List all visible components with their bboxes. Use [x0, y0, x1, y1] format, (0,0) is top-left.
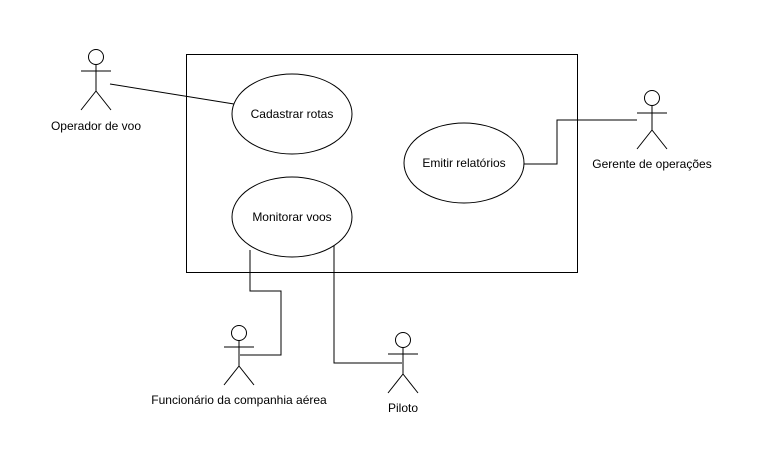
stick-figure-icon: [80, 49, 112, 111]
use-case-label: Cadastrar rotas: [251, 107, 334, 121]
actor-funcionario-da-companhia-aerea[interactable]: Funcionário da companhia aérea: [151, 325, 327, 408]
connectors: [109, 83, 637, 364]
actor-label: Piloto: [388, 401, 418, 415]
actor-label: Gerente de operações: [592, 157, 711, 171]
connector-operador-cadastrar[interactable]: [109, 83, 235, 105]
actor-operador-de-voo[interactable]: Operador de voo: [51, 49, 141, 134]
connector-piloto-monitorar[interactable]: [333, 243, 402, 364]
use-case-label: Monitorar voos: [252, 210, 331, 224]
stick-figure-icon: [223, 325, 255, 386]
system-boundary[interactable]: [186, 54, 578, 273]
actor-gerente-de-operacoes[interactable]: Gerente de operações: [592, 90, 712, 172]
use-case-cadastrar-rotas[interactable]: Cadastrar rotas: [231, 73, 353, 155]
connector-funcionario-monitorar[interactable]: [240, 250, 282, 356]
stick-figure-icon: [387, 332, 419, 394]
connector-gerente-emitir[interactable]: [524, 119, 637, 165]
actor-piloto[interactable]: Piloto: [387, 332, 419, 416]
actor-label: Funcionário da companhia aérea: [151, 393, 327, 407]
stick-figure-icon: [636, 90, 668, 150]
use-case-monitorar-voos[interactable]: Monitorar voos: [231, 176, 353, 258]
use-case-label: Emitir relatórios: [422, 156, 505, 170]
use-case-emitir-relatorios[interactable]: Emitir relatórios: [403, 122, 525, 204]
actor-label: Operador de voo: [51, 119, 141, 133]
